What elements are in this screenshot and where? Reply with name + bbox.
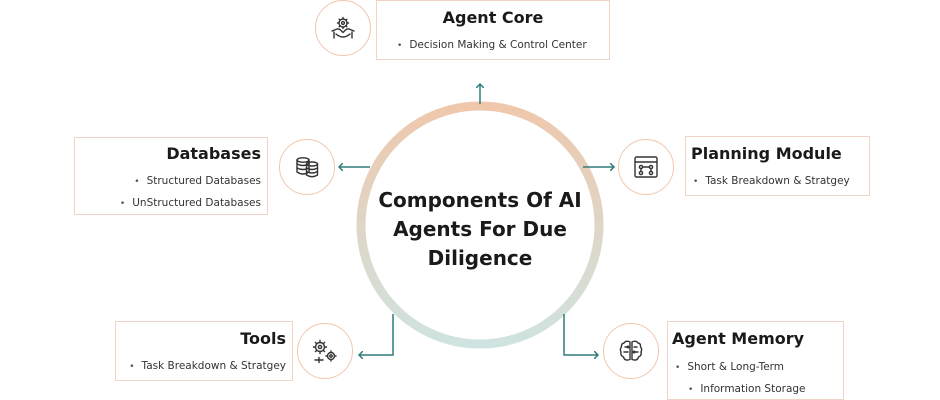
agent-core-title: Agent Core xyxy=(442,8,544,27)
center-title: Components Of AI Agents For Due Diligenc… xyxy=(378,188,582,270)
agent-memory-icon-badge xyxy=(603,323,659,379)
arrow-to-tools xyxy=(359,314,394,355)
agent-memory-item-continued: Information Storage xyxy=(675,379,806,400)
agent-memory-title: Agent Memory xyxy=(672,329,805,348)
tools-icon-badge xyxy=(297,323,353,379)
planning-module-title: Planning Module xyxy=(691,144,842,163)
databases-title: Databases xyxy=(166,144,261,163)
agent-core-card: Agent Core Decision Making & Control Cen… xyxy=(376,0,610,60)
databases-bullets: Structured Databases UnStructured Databa… xyxy=(120,171,261,215)
tools-item: Task Breakdown & Stratgey xyxy=(129,356,286,378)
databases-card: Databases Structured Databases UnStructu… xyxy=(74,137,268,215)
planning-module-card: Planning Module Task Breakdown & Stratge… xyxy=(685,136,870,196)
tools-card: Tools Task Breakdown & Stratgey xyxy=(115,321,293,381)
agent-memory-bullets: Short & Long-Term Information Storage xyxy=(675,357,806,400)
databases-item: UnStructured Databases xyxy=(120,193,261,215)
agent-core-item: Decision Making & Control Center xyxy=(397,35,586,57)
agent-core-bullets: Decision Making & Control Center xyxy=(397,35,586,57)
databases-item: Structured Databases xyxy=(120,171,261,193)
planning-board-icon xyxy=(634,156,658,178)
agent-memory-item-text: Information Storage xyxy=(700,383,806,395)
gears-icon xyxy=(312,339,337,364)
brain-icon xyxy=(619,340,643,361)
hand-gear-icon xyxy=(331,16,355,39)
center-ring xyxy=(356,101,604,349)
planning-module-icon-badge xyxy=(618,139,674,195)
agent-core-icon-badge xyxy=(315,0,371,56)
database-icon xyxy=(296,157,319,178)
tools-bullets: Task Breakdown & Stratgey xyxy=(129,356,286,378)
planning-module-item: Task Breakdown & Stratgey xyxy=(693,171,849,193)
arrow-to-agent-memory xyxy=(563,314,598,355)
agent-memory-card: Agent Memory Short & Long-Term Informati… xyxy=(667,321,844,400)
agent-memory-item: Short & Long-Term xyxy=(675,357,806,379)
tools-title: Tools xyxy=(240,329,286,348)
planning-module-bullets: Task Breakdown & Stratgey xyxy=(693,171,849,193)
databases-icon-badge xyxy=(279,139,335,195)
